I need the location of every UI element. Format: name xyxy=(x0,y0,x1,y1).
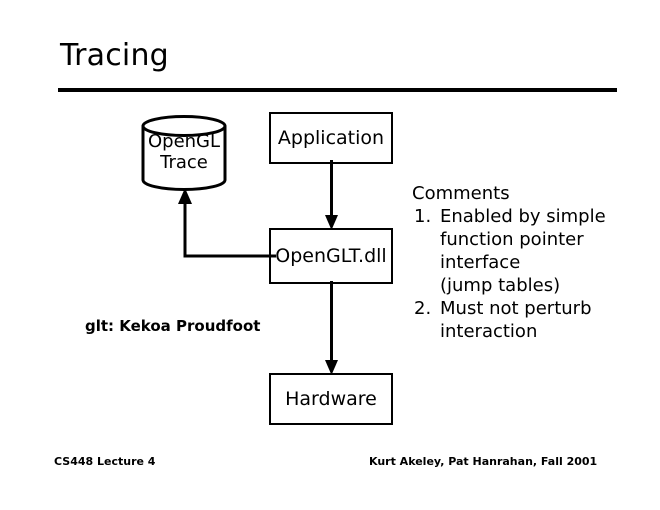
comments-heading: Comments xyxy=(412,183,510,204)
list-item: 2. Must not perturb interaction xyxy=(412,297,627,343)
page-title: Tracing xyxy=(60,38,169,73)
list-item-line: interface xyxy=(440,252,521,273)
node-application[interactable]: Application xyxy=(269,112,393,164)
list-item-line: interaction xyxy=(440,321,538,342)
elbow-arrow-up-icon-openglt-to-trace xyxy=(176,186,276,262)
list-item-line: Enabled by simple xyxy=(440,206,606,227)
list-item-marker: 2. xyxy=(414,298,432,319)
cylinder-database-icon xyxy=(140,114,228,192)
comments-block: Comments 1. Enabled by simple function p… xyxy=(412,182,627,343)
arrow-down-icon-openglt-to-hardware xyxy=(320,281,344,377)
node-hardware[interactable]: Hardware xyxy=(269,373,393,425)
comments-list: 1. Enabled by simple function pointer in… xyxy=(412,205,627,343)
node-openglt-dll[interactable]: OpenGLT.dll xyxy=(269,228,393,284)
footer-left-text: CS448 Lecture 4 xyxy=(54,455,156,468)
datastore-label: OpenGL Trace xyxy=(140,131,228,173)
footer-right-text: Kurt Akeley, Pat Hanrahan, Fall 2001 xyxy=(369,455,598,468)
list-item-line: (jump tables) xyxy=(440,275,561,296)
list-item-marker: 1. xyxy=(414,206,432,227)
title-divider xyxy=(58,88,617,92)
arrow-down-icon-application-to-openglt xyxy=(320,160,344,232)
credit-text: glt: Kekoa Proudfoot xyxy=(85,317,261,335)
datastore-label-line1: OpenGL xyxy=(147,131,221,152)
list-item-line: Must not perturb xyxy=(440,298,592,319)
list-item: 1. Enabled by simple function pointer in… xyxy=(412,205,627,297)
list-item-line: function pointer xyxy=(440,229,584,250)
datastore-label-line2: Trace xyxy=(160,152,208,173)
